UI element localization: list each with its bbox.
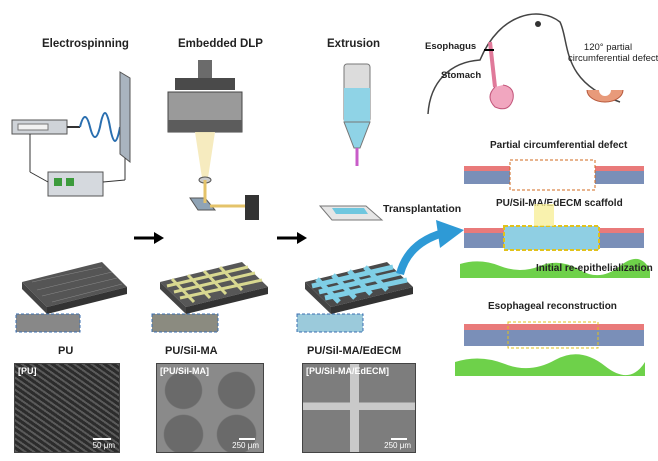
pu-scaffold-block [15, 262, 127, 333]
reconstructed-tissue-illustration [464, 321, 644, 349]
defect-label-line2: circumferential defect [568, 53, 658, 64]
scale-label-pu-silma-edecm: 250 μm [384, 441, 411, 450]
sem-image-pu-silma-edecm: [PU/Sil-MA/EdECM] 250 μm [302, 363, 416, 453]
tissue-defect-illustration [464, 159, 644, 191]
stage-title-embedded-dlp: Embedded DLP [178, 38, 263, 50]
transplantation-arrow-icon [396, 220, 464, 276]
repair-label-epithelialization: Initial re-epithelialization [536, 263, 653, 274]
stage-title-extrusion: Extrusion [327, 38, 381, 50]
material-label-pu-silma: PU/Sil-MA [165, 345, 218, 357]
repair-label-scaffold: PU/Sil-MA/EdECM scaffold [496, 198, 623, 209]
extrusion-apparatus [318, 63, 384, 221]
defect-label: 120° partial circumferential defect [568, 42, 658, 64]
sem-image-pu: [PU] 50 μm [14, 363, 120, 453]
sem-tag-pu-silma: [PU/Sil-MA] [160, 366, 209, 376]
anatomy-label-esophagus: Esophagus [425, 41, 477, 52]
scale-bar [391, 438, 407, 440]
transplantation-label: Transplantation [383, 203, 462, 215]
pu-silma-scaffold-block [151, 262, 268, 333]
material-label-pu-silma-edecm: PU/Sil-MA/EdECM [307, 345, 402, 357]
anatomy-label-stomach: Stomach [441, 70, 482, 81]
rat-anatomy-illustration [427, 13, 621, 115]
green-tissue-layer-2 [455, 354, 645, 376]
green-tissue-layer-1 [460, 258, 650, 278]
esophagus-pointer-icon [484, 49, 494, 51]
repair-label-defect: Partial circumferential defect [490, 140, 628, 151]
material-label-pu: PU [58, 345, 74, 357]
repair-label-reconstruction: Esophageal reconstruction [488, 301, 617, 312]
scale-bar [239, 438, 255, 440]
sem-tag-pu: [PU] [18, 366, 37, 376]
pu-silma-edecm-scaffold-block [296, 262, 413, 333]
defect-label-line1: 120° partial [583, 42, 633, 53]
sem-tag-pu-silma-edecm: [PU/Sil-MA/EdECM] [306, 366, 389, 376]
dlp-apparatus [167, 60, 259, 220]
scale-bar [93, 438, 111, 440]
process-arrow-1-icon [134, 232, 164, 244]
stage-title-electrospinning: Electrospinning [42, 38, 129, 50]
scale-label-pu: 50 μm [92, 441, 115, 450]
scale-label-pu-silma: 250 μm [232, 441, 259, 450]
sem-image-pu-silma: [PU/Sil-MA] 250 μm [156, 363, 264, 453]
defect-cross-section-icon [586, 84, 624, 103]
electrospinning-apparatus [11, 71, 131, 197]
scaffold-implant-illustration [464, 204, 644, 251]
process-arrow-2-icon [277, 232, 307, 244]
